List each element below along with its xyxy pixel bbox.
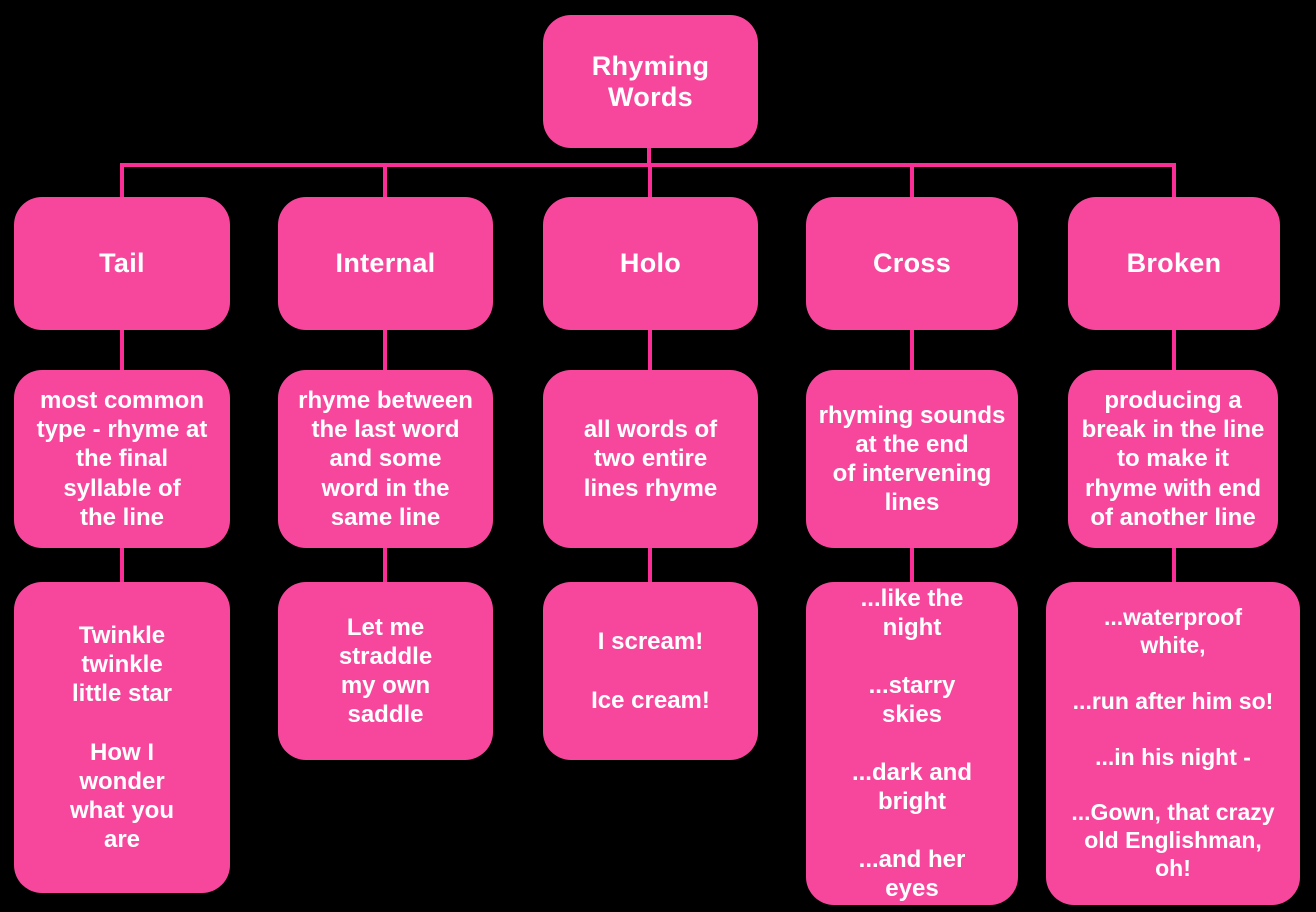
holo-example-text: I scream! Ice cream!	[591, 628, 710, 714]
internal-description-text: rhyme between the last word and some wor…	[298, 387, 473, 531]
connector-tail-description	[120, 330, 124, 370]
node-cross-example[interactable]: ...like the night ...starry skies ...dar…	[806, 582, 1018, 905]
root-label: Rhyming Words	[591, 50, 710, 112]
connector-drop-cross	[910, 165, 914, 197]
connector-broken-example	[1172, 548, 1176, 582]
tail-label: Tail	[99, 248, 145, 278]
connector-drop-holo	[648, 165, 652, 197]
node-cross[interactable]: Cross	[806, 197, 1018, 330]
node-tail-description[interactable]: most common type - rhyme at the final sy…	[14, 370, 230, 548]
connector-drop-internal	[383, 165, 387, 197]
broken-description-text: producing a break in the line to make it…	[1081, 387, 1265, 531]
holo-label: Holo	[619, 248, 682, 278]
node-internal-example[interactable]: Let me straddle my own saddle	[278, 582, 493, 760]
connector-cross-description	[910, 330, 914, 370]
cross-example-text: ...like the night ...starry skies ...dar…	[851, 584, 973, 903]
node-internal[interactable]: Internal	[278, 197, 493, 330]
node-broken-description[interactable]: producing a break in the line to make it…	[1068, 370, 1278, 548]
connector-drop-broken	[1172, 165, 1176, 197]
connector-holo-description	[648, 330, 652, 370]
node-holo-example[interactable]: I scream! Ice cream!	[543, 582, 758, 760]
connector-broken-description	[1172, 330, 1176, 370]
holo-description-text: all words of two entire lines rhyme	[583, 416, 718, 502]
cross-description-text: rhyming sounds at the end of intervening…	[818, 401, 1006, 517]
cross-label: Cross	[872, 248, 952, 278]
connector-internal-example	[383, 548, 387, 582]
connector-holo-example	[648, 548, 652, 582]
node-broken[interactable]: Broken	[1068, 197, 1280, 330]
broken-label: Broken	[1126, 248, 1222, 278]
tail-example-text: Twinkle twinkle little star How I wonder…	[69, 622, 174, 853]
tail-description-text: most common type - rhyme at the final sy…	[36, 387, 208, 531]
node-broken-example[interactable]: ...waterproof white, ...run after him so…	[1046, 582, 1300, 905]
node-cross-description[interactable]: rhyming sounds at the end of intervening…	[806, 370, 1018, 548]
connector-tail-example	[120, 548, 124, 582]
internal-label: Internal	[335, 248, 436, 278]
broken-example-text: ...waterproof white, ...run after him so…	[1071, 604, 1275, 881]
node-rhyming-words-root[interactable]: Rhyming Words	[543, 15, 758, 148]
node-tail[interactable]: Tail	[14, 197, 230, 330]
node-holo-description[interactable]: all words of two entire lines rhyme	[543, 370, 758, 548]
node-internal-description[interactable]: rhyme between the last word and some wor…	[278, 370, 493, 548]
connector-drop-tail	[120, 165, 124, 197]
node-tail-example[interactable]: Twinkle twinkle little star How I wonder…	[14, 582, 230, 893]
connector-root-stub	[647, 146, 651, 167]
node-holo[interactable]: Holo	[543, 197, 758, 330]
connector-cross-example	[910, 548, 914, 582]
connector-internal-description	[383, 330, 387, 370]
internal-example-text: Let me straddle my own saddle	[338, 613, 433, 729]
